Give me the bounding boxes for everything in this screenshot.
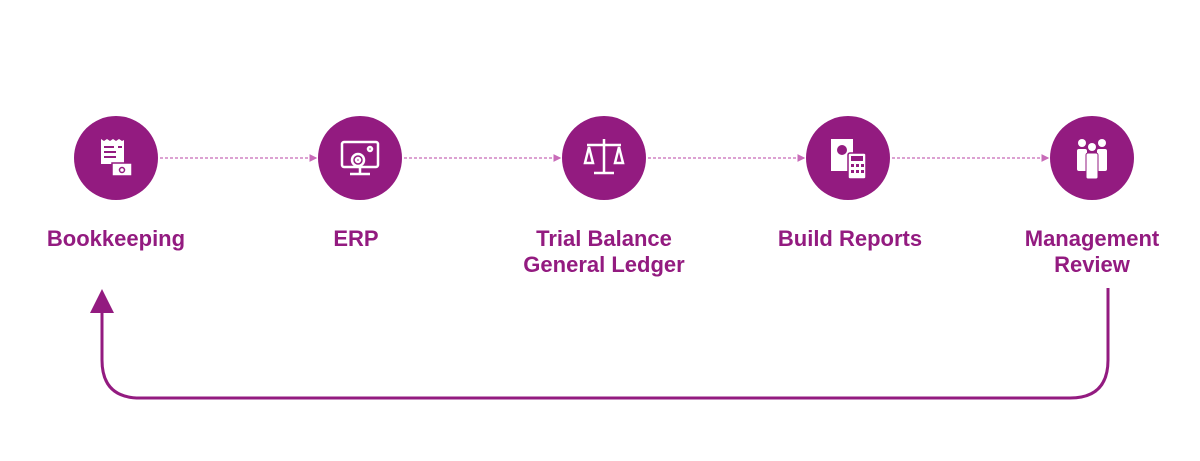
- receipt-cash-icon: [101, 139, 133, 177]
- monitor-gear-icon: [340, 140, 380, 176]
- step-bookkeeping-node: [74, 116, 158, 200]
- step-label-build-reports: Build Reports: [777, 226, 923, 251]
- feedback-loop-arrow: [100, 288, 1110, 400]
- report-calculator-icon: [831, 139, 867, 180]
- step-label-erp: ERP: [333, 226, 379, 251]
- balance-scale-icon: [583, 139, 625, 175]
- feedback-arrowhead: [90, 289, 114, 313]
- team-icon: [1077, 139, 1107, 180]
- step-management-review-node: [1050, 116, 1134, 200]
- step-build-reports-node: [806, 116, 890, 200]
- step-trial-balance-node: [562, 116, 646, 200]
- step-erp-node: [318, 116, 402, 200]
- step-label-bookkeeping: Bookkeeping: [46, 226, 186, 251]
